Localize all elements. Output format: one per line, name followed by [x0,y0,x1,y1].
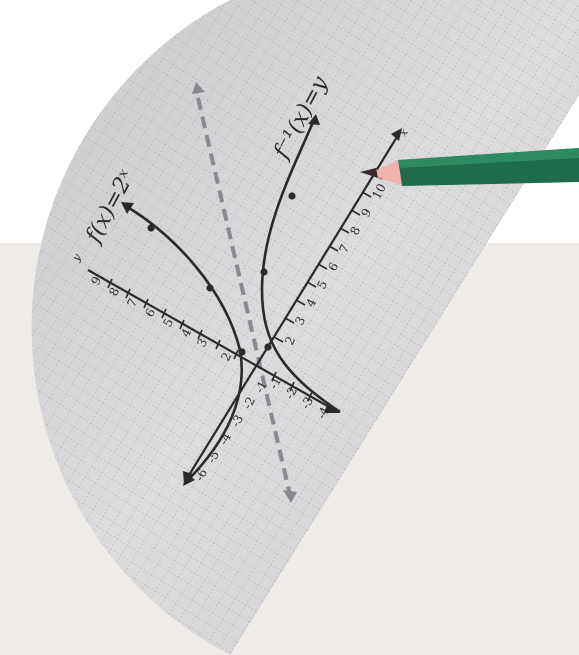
curve-inverse [260,119,341,414]
axis-b [185,131,401,481]
tick-label: -5 [204,449,222,466]
pencil-highlight [398,148,579,168]
exp-point-1 [147,224,155,232]
axis-a [87,269,339,413]
dashed-line-arrow-bottom [283,490,297,503]
tick-label: -6 [192,467,210,484]
dashed-line-arrow-top [192,82,205,94]
tick-label: 10 [369,181,389,201]
axis-b-arrow [391,128,402,141]
pencil-lead [360,168,378,178]
tick-label: -2 [282,385,300,402]
inv-point-2 [260,268,268,276]
curve-exponential-arrow-bottom [183,472,195,486]
tick-label: -3 [228,413,246,430]
axis-a-ticks [107,278,313,402]
dashed-identity-line [196,97,292,496]
tick-label: -2 [240,395,258,412]
tick-labels-neg-a: -1 -2 -3 -4 [266,375,332,422]
exp-point-2 [206,284,214,292]
tick-labels-neg-b: -1 -2 -3 -4 -5 -6 [192,379,270,484]
inv-point-1 [288,192,296,200]
inv-point-3 [264,343,272,351]
pencil-wood [368,160,402,186]
tick-label: -1 [266,375,284,392]
curve-inverse-arrow-top [308,114,320,125]
tick-label: -1 [252,379,270,396]
pencil [360,148,579,186]
tick-label: -3 [298,395,316,412]
axis-b-ticks [273,173,383,343]
curve-exponential-arrow-top [121,202,134,214]
exp-point-3 [238,348,246,356]
